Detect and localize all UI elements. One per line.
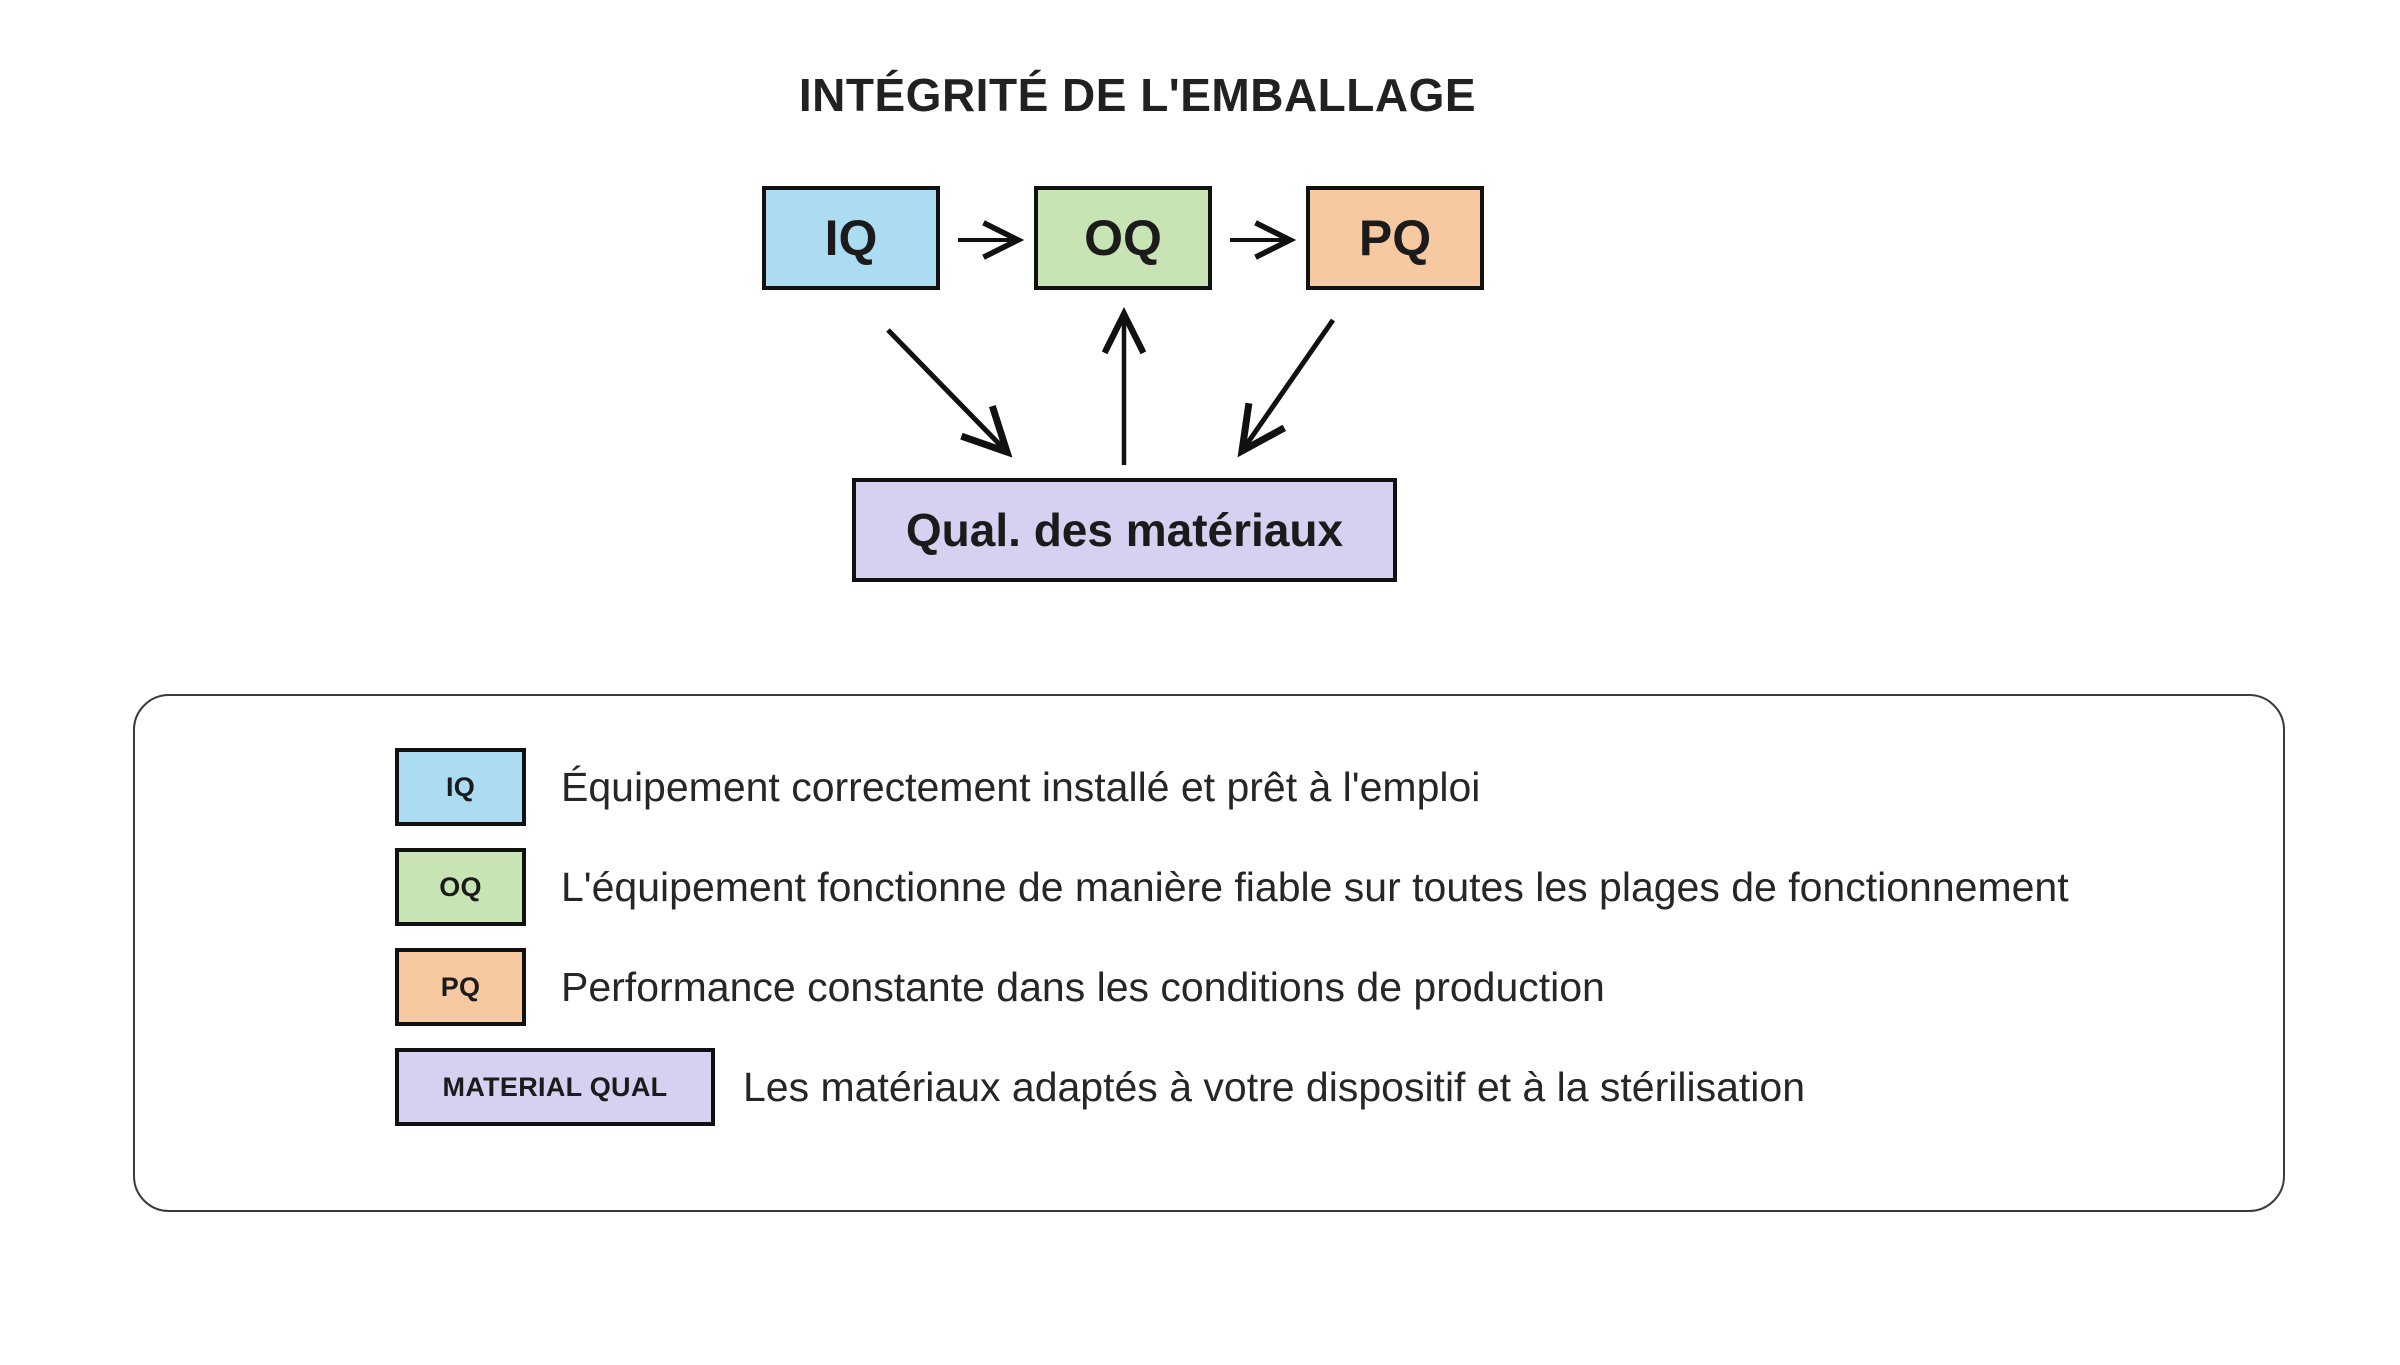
flow-node-pq[interactable]: PQ bbox=[1306, 186, 1484, 290]
process-flow-diagram: IQ OQ PQ Qual. des matériaux bbox=[0, 0, 2400, 660]
legend-item-iq: IQ Équipement correctement installé et p… bbox=[395, 748, 2069, 826]
legend-swatch-pq-label: PQ bbox=[440, 971, 481, 1002]
legend-swatch-pq: PQ bbox=[395, 948, 526, 1026]
legend-list: IQ Équipement correctement installé et p… bbox=[395, 748, 2069, 1126]
legend-swatch-iq: IQ bbox=[395, 748, 526, 826]
flow-node-iq-label: IQ bbox=[824, 210, 878, 266]
legend-panel: IQ Équipement correctement installé et p… bbox=[133, 694, 2285, 1212]
legend-swatch-material-qual: MATERIAL QUAL bbox=[395, 1048, 715, 1126]
legend-description-pq: Performance constante dans les condition… bbox=[561, 963, 1605, 1010]
legend-swatch-iq-label: IQ bbox=[445, 771, 476, 802]
legend-description-iq: Équipement correctement installé et prêt… bbox=[561, 763, 1481, 810]
flow-node-iq[interactable]: IQ bbox=[762, 186, 940, 290]
legend-swatch-oq: OQ bbox=[395, 848, 526, 926]
arrow-pq-to-material bbox=[1237, 318, 1336, 458]
legend-item-oq: OQ L'équipement fonctionne de manière fi… bbox=[395, 848, 2069, 926]
legend-description-oq: L'équipement fonctionne de manière fiabl… bbox=[561, 863, 2069, 910]
legend-description-material-qual: Les matériaux adaptés à votre dispositif… bbox=[743, 1063, 1805, 1110]
arrow-iq-to-material bbox=[886, 328, 1013, 458]
page-title: INTÉGRITÉ DE L'EMBALLAGE bbox=[798, 69, 1477, 121]
legend-item-pq: PQ Performance constante dans les condit… bbox=[395, 948, 2069, 1026]
flow-node-material-qual[interactable]: Qual. des matériaux bbox=[852, 478, 1397, 582]
legend-swatch-material-qual-label: MATERIAL QUAL bbox=[442, 1071, 668, 1102]
flow-node-pq-label: PQ bbox=[1358, 210, 1432, 266]
flow-node-oq[interactable]: OQ bbox=[1034, 186, 1212, 290]
flow-node-material-qual-label: Qual. des matériaux bbox=[905, 504, 1344, 556]
flow-node-oq-label: OQ bbox=[1084, 210, 1162, 266]
legend-item-material-qual: MATERIAL QUAL Les matériaux adaptés à vo… bbox=[395, 1048, 2069, 1126]
legend-swatch-oq-label: OQ bbox=[439, 871, 482, 902]
